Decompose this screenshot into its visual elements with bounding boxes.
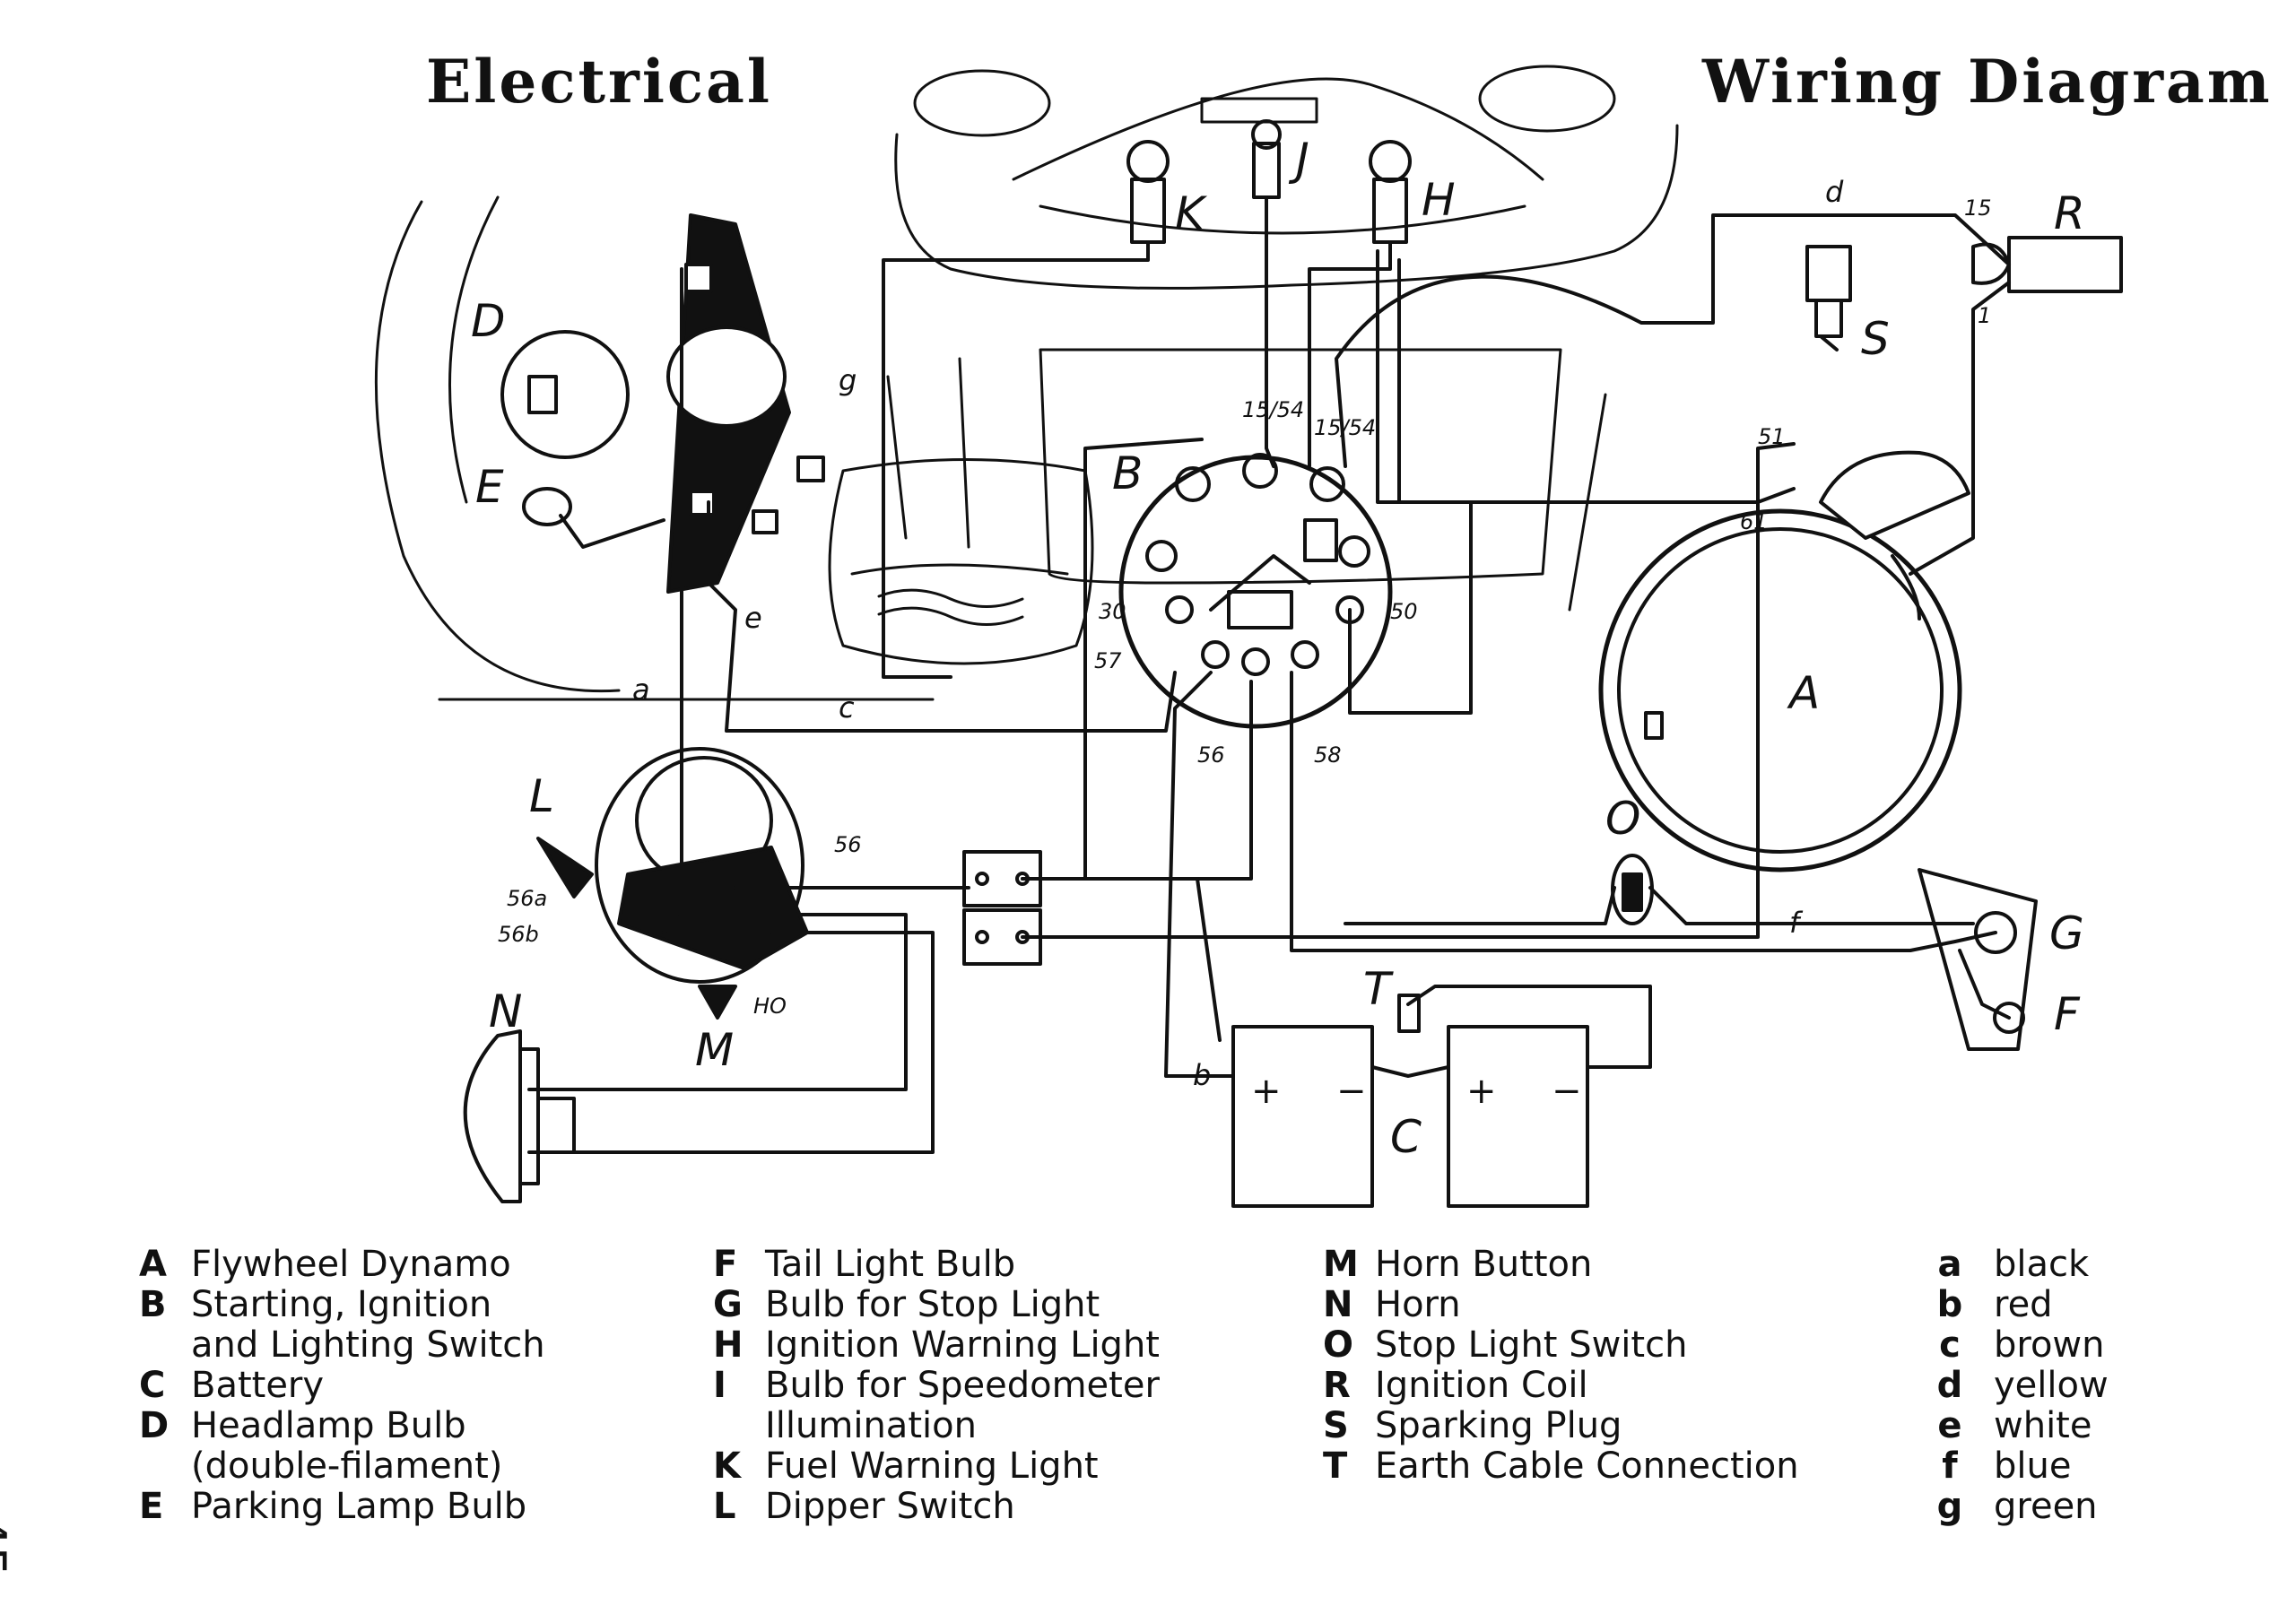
flywheel-dynamo-a	[1598, 450, 1970, 872]
scooter-outline	[374, 65, 1679, 701]
terminal-15-54-right: 15/54	[1314, 415, 1376, 440]
label-r: R	[2054, 187, 2085, 239]
terminal-51: 51	[1758, 424, 1786, 449]
ignition-coil-r	[1971, 236, 2123, 293]
terminal-58: 58	[1314, 742, 1342, 768]
label-c: C	[1390, 1111, 1422, 1163]
legend-item-cont: (double-filament)	[191, 1445, 503, 1487]
speedometer-bulb-j	[1251, 119, 1282, 199]
terminal-56-dipper: 56	[834, 832, 862, 857]
terminal-50: 50	[1390, 599, 1418, 624]
horn-button-m	[698, 985, 737, 1020]
ignition-switch-b	[1118, 453, 1393, 729]
sparking-plug-s	[1805, 245, 1852, 352]
terminal-56a: 56a	[507, 886, 547, 911]
label-h: H	[1422, 174, 1456, 226]
battery-plus-left: +	[1251, 1071, 1282, 1112]
legend-item-cont: and Lighting Switch	[191, 1324, 545, 1366]
terminal-15-54-left: 15/54	[1242, 397, 1304, 422]
wire-label-b: b	[1193, 1058, 1211, 1092]
terminal-56: 56	[1197, 742, 1225, 768]
terminal-30: 30	[1099, 599, 1126, 624]
wire-label-d: d	[1825, 175, 1844, 209]
wires	[527, 195, 2011, 1154]
headlamp-d	[500, 213, 825, 594]
title-wiring-diagram: Wiring Diagram	[1702, 47, 2273, 117]
label-f: F	[2054, 988, 2081, 1040]
label-j: J	[1288, 134, 1309, 186]
battery-c	[1231, 1025, 1589, 1208]
battery-minus-right: −	[1552, 1071, 1582, 1112]
title-electrical: Electrical	[426, 47, 772, 117]
label-g: G	[2049, 907, 2084, 959]
label-m: M	[695, 1024, 734, 1076]
label-o: O	[1605, 793, 1640, 845]
label-n: N	[489, 985, 522, 1037]
dipper-switch-l	[536, 747, 809, 984]
label-b: B	[1112, 447, 1143, 499]
label-e: E	[475, 461, 504, 513]
earth-cable-t	[1397, 994, 1421, 1033]
stop-light-switch-o	[1611, 854, 1654, 925]
terminal-15: 15	[1964, 195, 1992, 221]
legend-item-cont: Illumination	[765, 1405, 977, 1446]
label-s: S	[1861, 313, 1890, 365]
tail-light-bracket	[1918, 868, 2038, 1051]
terminal-1: 1	[1978, 303, 1991, 328]
wire-label-g: g	[839, 363, 857, 397]
terminal-ho: HO	[753, 994, 787, 1019]
terminal-56b: 56b	[498, 922, 539, 947]
wire-label-e: e	[744, 601, 762, 635]
label-k: K	[1175, 187, 1208, 239]
wiring-diagram: A B C D E F G H J K L M N O R S T 15/54 …	[374, 65, 2123, 1208]
battery-minus-left: −	[1336, 1071, 1367, 1112]
label-a: A	[1787, 667, 1820, 719]
terminal-61: 61	[1740, 509, 1768, 534]
label-l: L	[529, 770, 554, 822]
wire-label-a: a	[632, 673, 650, 707]
parking-lamp-e	[522, 487, 665, 549]
label-t: T	[1363, 963, 1394, 1015]
terminal-57: 57	[1094, 648, 1122, 673]
page-number: 45	[0, 1515, 16, 1577]
battery-plus-right: +	[1466, 1071, 1497, 1112]
wire-label-c: c	[839, 690, 855, 725]
label-d: D	[471, 295, 506, 347]
horn-n	[463, 1029, 576, 1203]
